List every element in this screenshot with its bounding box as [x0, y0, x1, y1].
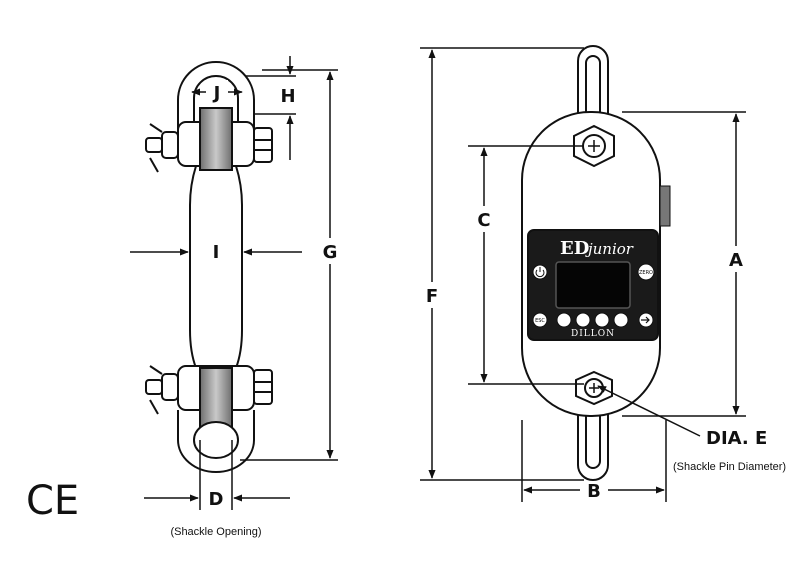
top-link-block [199, 107, 233, 171]
label-dia-e: DIA. E [706, 428, 767, 449]
shackle-link-assembly [145, 61, 273, 473]
arrow-right-icon [641, 316, 650, 324]
link-body [189, 165, 243, 369]
bottom-shackle-nut [253, 369, 273, 405]
label-D: D [209, 489, 224, 510]
dim-F [420, 47, 584, 481]
brand-dillon: DILLON [571, 329, 615, 339]
dia-e-leader [597, 385, 701, 437]
dim-C [468, 145, 584, 385]
label-I: I [213, 242, 220, 263]
dim-H [246, 56, 296, 160]
function-button-2[interactable] [575, 312, 591, 328]
esc-button[interactable]: ESC [532, 312, 548, 328]
enter-button[interactable] [638, 312, 654, 328]
dim-J: J [191, 80, 243, 104]
label-J: J [212, 83, 221, 104]
function-button-4[interactable] [613, 312, 629, 328]
dim-D [144, 440, 290, 510]
dim-A [622, 111, 746, 417]
caption-shackle-pin-diameter: (Shackle Pin Diameter) [673, 461, 786, 473]
label-C: C [477, 210, 490, 231]
function-button-3[interactable] [594, 312, 610, 328]
brand-junior: junior [585, 240, 634, 258]
zero-button[interactable]: ZERO [637, 263, 655, 281]
esc-button-label: ESC [535, 318, 545, 324]
label-G: G [323, 242, 338, 263]
function-button-1[interactable] [556, 312, 572, 328]
brand-ed: ED [560, 238, 589, 259]
zero-button-label: ZERO [639, 270, 653, 276]
caption-shackle-opening: (Shackle Opening) [170, 526, 261, 538]
bottom-shackle-pin-head [161, 373, 179, 401]
top-shackle-pin-head [161, 131, 179, 159]
power-button[interactable] [532, 264, 548, 280]
label-B: B [587, 481, 601, 502]
dim-B [521, 420, 667, 502]
label-H: H [280, 86, 295, 107]
label-A: A [729, 250, 743, 271]
display-screen [555, 261, 631, 309]
top-shackle-nut [253, 127, 273, 163]
label-F: F [426, 286, 438, 307]
top-shackle-bow [177, 61, 255, 150]
ce-mark: CE [26, 478, 79, 524]
dim-G [240, 69, 338, 461]
bottom-link-block [199, 367, 233, 429]
bottom-shackle-bow [177, 410, 255, 473]
